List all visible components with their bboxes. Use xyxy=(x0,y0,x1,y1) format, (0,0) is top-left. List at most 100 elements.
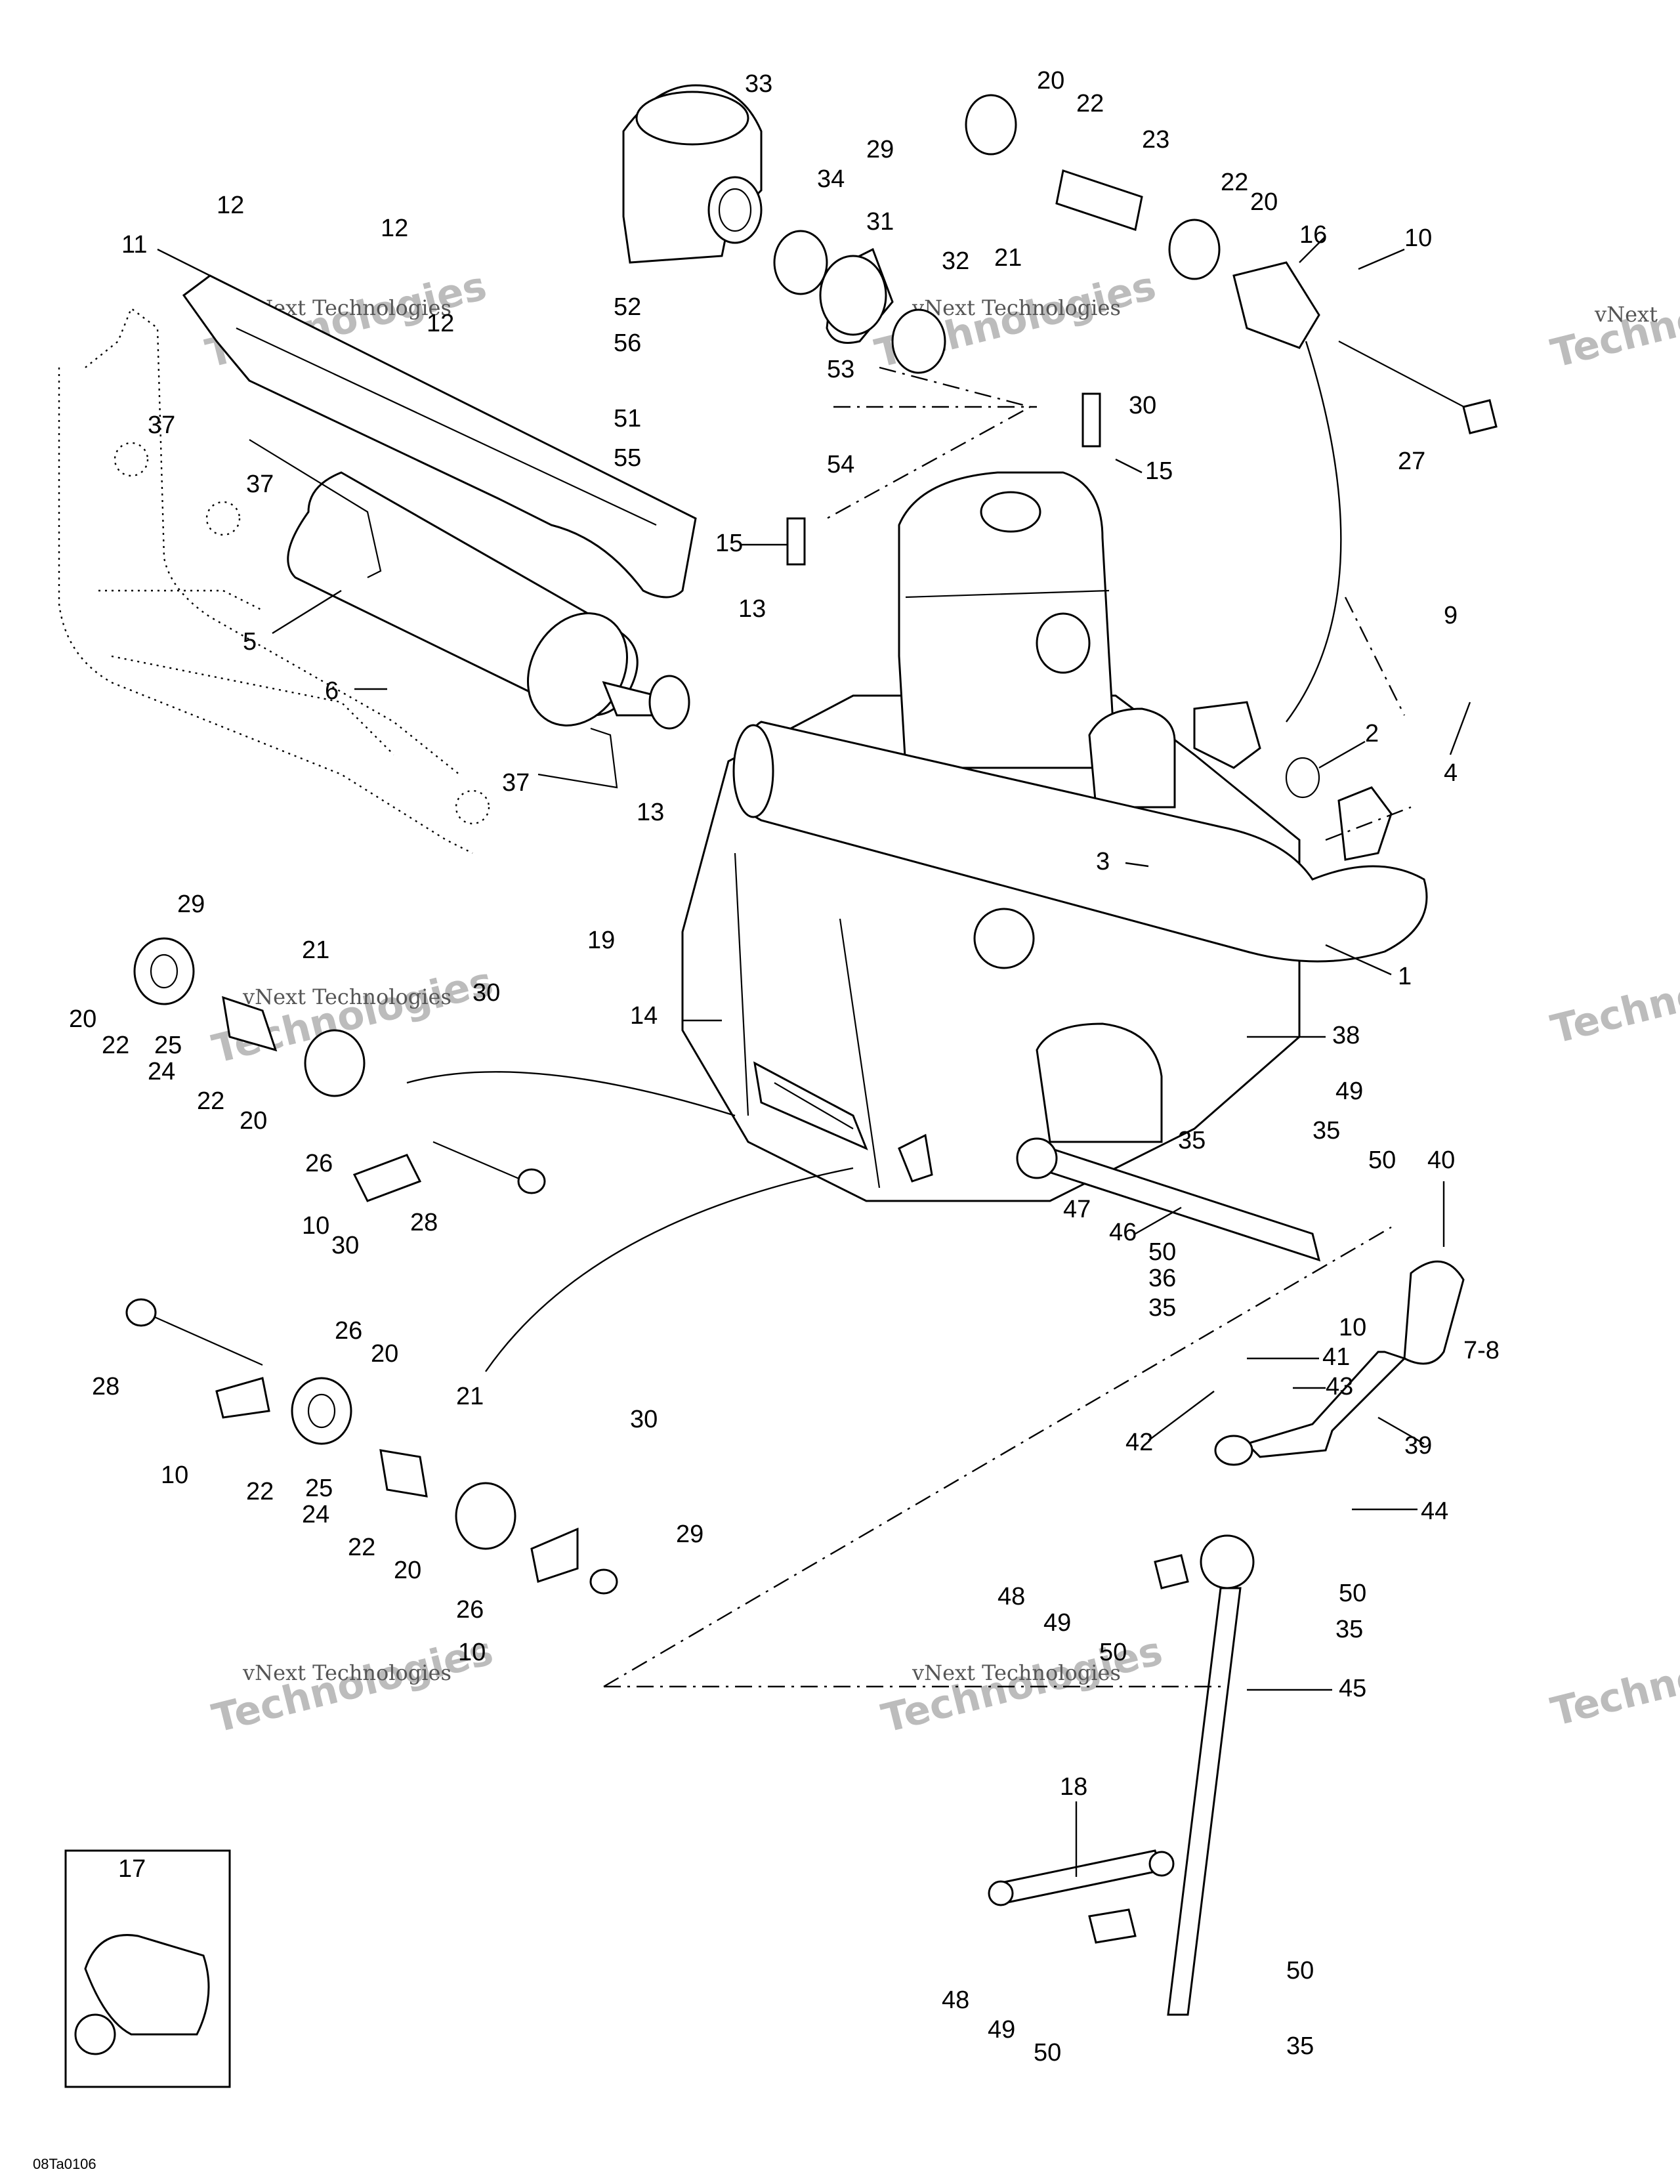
callout-51: 51 xyxy=(614,405,641,432)
callout-21-c: 21 xyxy=(456,1383,484,1410)
exhaust-pipe xyxy=(732,701,1428,963)
callout-21-b: 21 xyxy=(302,936,329,964)
callout-54: 54 xyxy=(827,451,854,478)
callout-26-c: 26 xyxy=(456,1596,484,1624)
callout-1: 1 xyxy=(1398,963,1412,990)
callout-46: 46 xyxy=(1109,1219,1137,1246)
callout-15-b: 15 xyxy=(715,530,743,557)
callout-56: 56 xyxy=(614,329,641,357)
callout-49-c: 49 xyxy=(988,2016,1015,2044)
callout-29-c: 29 xyxy=(676,1521,704,1548)
callout-37-b: 37 xyxy=(246,471,274,498)
callout-18: 18 xyxy=(1060,1773,1087,1801)
callout-50-d: 50 xyxy=(1099,1639,1127,1666)
callout-19: 19 xyxy=(587,927,615,954)
reference-lines xyxy=(406,341,1412,1688)
callout-28-a: 28 xyxy=(410,1209,438,1236)
callout-22-e: 22 xyxy=(246,1478,274,1505)
watermark-word: Technologies xyxy=(1547,1622,1680,1736)
inset-box xyxy=(64,1849,231,2088)
callout-20-b: 20 xyxy=(1250,188,1278,216)
callout-35-d: 35 xyxy=(1335,1616,1363,1643)
diagram-code: 08Ta0106 xyxy=(33,2156,96,2172)
watermark-text: vNext Technologies xyxy=(242,1660,452,1685)
heat-shield xyxy=(182,274,697,598)
callout-26-b: 26 xyxy=(335,1317,362,1345)
callout-5: 5 xyxy=(243,628,257,656)
frame-outline xyxy=(58,307,490,854)
callout-20-c: 20 xyxy=(69,1005,96,1033)
watermark-text: vNext Technologies xyxy=(912,295,1121,320)
callout-14: 14 xyxy=(630,1002,658,1030)
callout-10-upper: 10 xyxy=(302,1212,329,1240)
callout-4: 4 xyxy=(1444,759,1458,787)
callout-6: 6 xyxy=(325,677,339,705)
callout-20-d: 20 xyxy=(240,1107,267,1135)
callout-27: 27 xyxy=(1398,448,1425,475)
callout-2: 2 xyxy=(1365,720,1379,747)
callout-9: 9 xyxy=(1444,602,1458,629)
callout-48-b: 48 xyxy=(942,1986,969,2014)
callout-49-b: 49 xyxy=(1043,1609,1071,1637)
callout-41: 41 xyxy=(1322,1343,1350,1371)
engine-mount-rear xyxy=(965,94,1498,434)
callout-44: 44 xyxy=(1421,1498,1448,1525)
callout-53: 53 xyxy=(827,356,854,383)
callout-29-a: 29 xyxy=(866,136,894,163)
callout-38: 38 xyxy=(1332,1022,1360,1049)
callout-35-c: 35 xyxy=(1148,1294,1176,1322)
callout-10-top: 10 xyxy=(1404,224,1432,252)
callout-13-b: 13 xyxy=(637,799,664,826)
callout-24-a: 24 xyxy=(148,1058,175,1085)
callout-55: 55 xyxy=(614,444,641,472)
callout-50-a: 50 xyxy=(1368,1146,1396,1174)
callout-30-d: 30 xyxy=(630,1406,658,1433)
callout-29-b: 29 xyxy=(177,891,205,918)
intake-boot xyxy=(773,230,946,374)
callout-37-a: 37 xyxy=(148,411,175,439)
callout-7-8: 7-8 xyxy=(1463,1337,1500,1364)
callout-26-a: 26 xyxy=(305,1150,333,1177)
watermark-word: Technologies xyxy=(1547,939,1680,1053)
callout-47: 47 xyxy=(1063,1196,1091,1223)
callout-11: 11 xyxy=(121,231,147,259)
callout-37-c: 37 xyxy=(502,769,530,797)
callout-33: 33 xyxy=(745,70,772,98)
shift-linkage xyxy=(988,1137,1465,2016)
callout-12-c: 12 xyxy=(427,310,454,337)
mount-assembly-upper xyxy=(133,937,546,1202)
callout-25-a: 25 xyxy=(154,1032,182,1059)
callout-22-b: 22 xyxy=(1221,169,1248,196)
callout-49-a: 49 xyxy=(1335,1078,1363,1105)
callout-30-b: 30 xyxy=(472,979,500,1007)
callout-39: 39 xyxy=(1404,1432,1432,1460)
callout-22-a: 22 xyxy=(1076,90,1104,117)
watermark-text: vNext Technologies xyxy=(242,984,452,1009)
callout-3: 3 xyxy=(1096,848,1110,875)
callout-22-f: 22 xyxy=(348,1534,375,1561)
callout-28-b: 28 xyxy=(92,1373,119,1400)
callout-30-c: 30 xyxy=(331,1232,359,1259)
callout-36: 36 xyxy=(1148,1265,1176,1292)
callout-24-b: 24 xyxy=(302,1501,329,1528)
callout-16: 16 xyxy=(1299,221,1327,249)
callout-20-e: 20 xyxy=(371,1340,398,1368)
callout-17: 17 xyxy=(118,1855,146,1883)
callout-10-right: 10 xyxy=(1339,1314,1366,1341)
callout-12-b: 12 xyxy=(381,215,408,242)
callout-22-c: 22 xyxy=(102,1032,129,1059)
callout-43: 43 xyxy=(1326,1373,1353,1400)
watermark-text: vNext xyxy=(1594,302,1658,327)
callout-50-f: 50 xyxy=(1034,2039,1061,2067)
watermark-text: vNext Technologies xyxy=(912,1660,1121,1685)
callout-50-e: 50 xyxy=(1286,1957,1314,1984)
callout-42: 42 xyxy=(1125,1429,1153,1456)
callout-12-a: 12 xyxy=(217,192,244,219)
callout-30-a: 30 xyxy=(1129,392,1156,419)
muffler xyxy=(249,439,690,789)
callout-15-a: 15 xyxy=(1145,457,1173,485)
callout-52: 52 xyxy=(614,293,641,321)
callout-48-a: 48 xyxy=(998,1583,1025,1610)
leader-lines xyxy=(157,236,1471,1877)
callout-21-a: 21 xyxy=(994,244,1022,272)
